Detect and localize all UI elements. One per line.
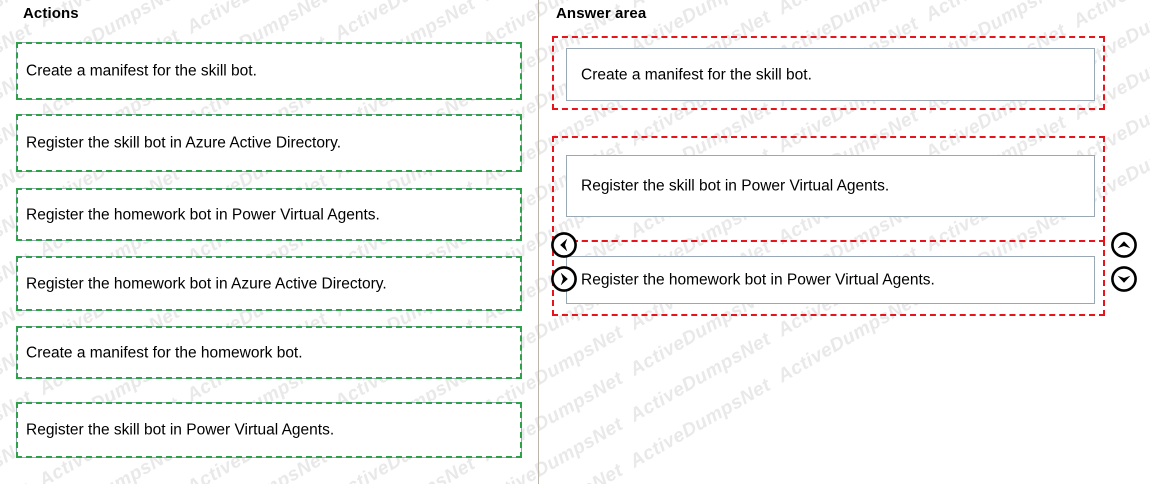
action-card-1[interactable]: Create a manifest for the skill bot. <box>16 42 522 100</box>
action-card-label: Create a manifest for the skill bot. <box>26 62 257 80</box>
answer-slot-3-box[interactable]: Register the homework bot in Power Virtu… <box>566 256 1095 304</box>
action-card-label: Register the homework bot in Azure Activ… <box>26 275 387 292</box>
answer-slot-2[interactable]: Register the skill bot in Power Virtual … <box>552 136 1105 242</box>
action-card-label: Register the homework bot in Power Virtu… <box>26 206 380 223</box>
action-card-4[interactable]: Register the homework bot in Azure Activ… <box>16 256 522 311</box>
action-card-6[interactable]: Register the skill bot in Power Virtual … <box>16 402 522 458</box>
actions-panel-title: Actions <box>23 5 79 22</box>
answer-slot-label: Register the homework bot in Power Virtu… <box>581 271 935 289</box>
answer-slot-label: Register the skill bot in Power Virtual … <box>581 177 890 195</box>
action-card-label: Register the skill bot in Power Virtual … <box>26 421 335 439</box>
action-card-label: Create a manifest for the homework bot. <box>26 344 303 361</box>
answer-area-panel-title: Answer area <box>556 5 647 22</box>
answer-slot-label: Create a manifest for the skill bot. <box>581 66 812 83</box>
answer-slot-1[interactable]: Create a manifest for the skill bot. <box>552 36 1105 110</box>
move-down-icon[interactable] <box>1110 265 1138 293</box>
answer-slot-3[interactable]: Register the homework bot in Power Virtu… <box>552 240 1105 316</box>
action-card-5[interactable]: Create a manifest for the homework bot. <box>16 326 522 379</box>
action-card-3[interactable]: Register the homework bot in Power Virtu… <box>16 188 522 241</box>
action-card-2[interactable]: Register the skill bot in Azure Active D… <box>16 114 522 172</box>
answer-slot-1-box[interactable]: Create a manifest for the skill bot. <box>566 48 1095 101</box>
move-right-icon[interactable] <box>550 265 578 293</box>
move-up-icon[interactable] <box>1110 231 1138 259</box>
move-left-icon[interactable] <box>550 231 578 259</box>
answer-slot-2-box[interactable]: Register the skill bot in Power Virtual … <box>566 155 1095 217</box>
action-card-label: Register the skill bot in Azure Active D… <box>26 134 342 152</box>
column-divider <box>538 0 539 484</box>
